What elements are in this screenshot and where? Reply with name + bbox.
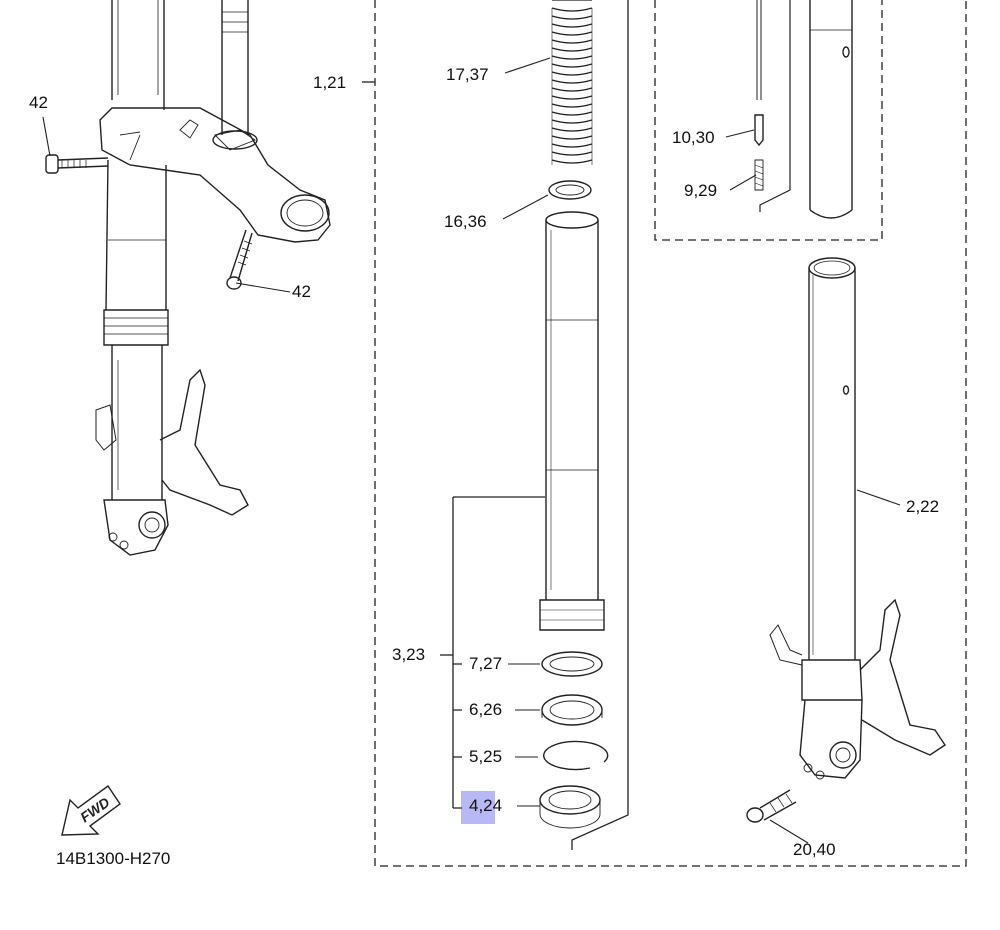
callout-2-22[interactable]: 2,22 <box>906 497 940 516</box>
inner-tube-illustration <box>769 257 946 780</box>
callout-9-29[interactable]: 9,29 <box>684 181 718 200</box>
callout-5-25[interactable]: 5,25 <box>469 747 503 766</box>
oil-seal <box>541 694 603 726</box>
callout-4-24[interactable]: 4,24 <box>469 796 503 815</box>
callout-16-36[interactable]: 16,36 <box>444 212 487 231</box>
assembly-boundary <box>374 0 967 867</box>
callout-leaders <box>42 57 901 844</box>
assembled-fork-illustration <box>45 0 331 556</box>
callout-17-37[interactable]: 17,37 <box>446 65 489 84</box>
callout-1-21[interactable]: 1,21 <box>313 73 347 92</box>
callout-highlight <box>461 791 495 824</box>
outer-tube-illustration <box>539 211 605 631</box>
slide-metal-ring <box>541 651 603 677</box>
spacer-washer <box>548 180 592 200</box>
callout-42-top[interactable]: 42 <box>29 93 48 112</box>
damper-rod-inset <box>754 0 853 219</box>
callout-42-bottom[interactable]: 42 <box>292 282 311 301</box>
callout-10-30[interactable]: 10,30 <box>672 128 715 147</box>
callout-6-26[interactable]: 6,26 <box>469 700 503 719</box>
pinch-bolt <box>746 789 797 823</box>
circlip <box>542 740 609 771</box>
inner-tube-bracket <box>362 0 629 850</box>
fork-spring-illustration <box>551 0 593 165</box>
callout-20-40[interactable]: 20,40 <box>793 840 836 859</box>
fwd-arrow-icon: FWD <box>61 785 121 836</box>
drawing-code: 14B1300-H270 <box>56 849 171 868</box>
seal-stack <box>539 651 609 829</box>
callout-3-23[interactable]: 3,23 <box>392 645 426 664</box>
callout-7-27[interactable]: 7,27 <box>469 654 503 673</box>
